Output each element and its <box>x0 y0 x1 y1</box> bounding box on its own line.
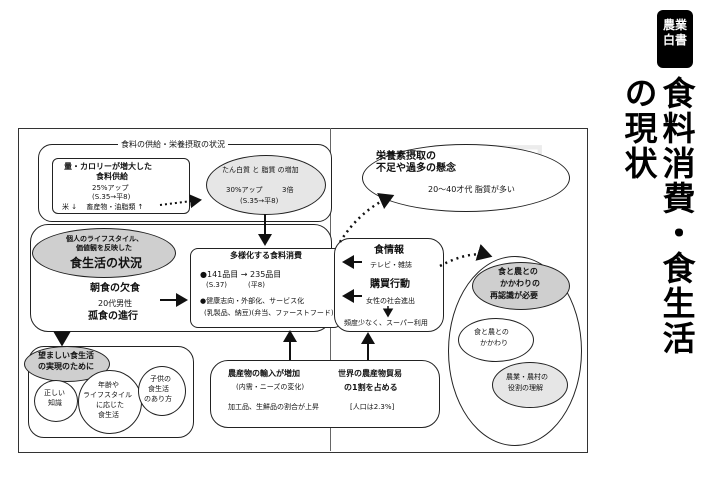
nutrition-line3: 20～40才代 脂質が多い <box>428 185 515 194</box>
nutrition-line2: 不足や過多の懸念 <box>376 163 456 174</box>
agri-inner1-oval <box>458 318 534 362</box>
women-workforce: 女性の社会進出 <box>366 297 415 305</box>
diversify-line1: ●141品目 → 235品目 <box>200 270 282 279</box>
diversify-line2: (S.37) (平8) <box>206 281 265 289</box>
agri-inner1-line2: かかわり <box>480 339 508 347</box>
lifestyle-line1: 個人のライフスタイル、 <box>66 235 143 243</box>
supply-box-title: 食料の供給・栄養摂取の状況 <box>118 141 228 149</box>
solo-eating: 孤食の進行 <box>88 311 138 322</box>
agri-inner2-oval <box>492 362 568 408</box>
desirable-title-line2: の実現のために <box>38 362 94 371</box>
nutrition-concern-oval <box>362 144 570 212</box>
supply-right-line2: 30%アップ <box>226 186 263 194</box>
desirable-c3-line1: 子供の <box>150 375 171 383</box>
supply-right-line4: (S.35→平8) <box>240 197 279 205</box>
supply-left-line2: 食料供給 <box>96 172 128 181</box>
supply-right-line1: たん白質 と 脂質 の増加 <box>222 166 299 174</box>
desirable-c1-line1: 正しい <box>44 389 65 397</box>
agri-inner1-line1: 食と農との <box>474 328 509 336</box>
desirable-c1-line2: 知識 <box>48 399 62 407</box>
white-paper-tag-text: 農業白書 <box>663 18 688 47</box>
imports-line1: 農産物の輸入が増加 <box>228 369 300 378</box>
info-sub: テレビ・雑誌 <box>370 261 412 269</box>
lifestyle-line3: 食生活の状況 <box>70 256 143 270</box>
agri-title-line1: 食と農との <box>498 267 538 276</box>
page-header: 農業白書 食料消費・食生活の現状 <box>619 10 720 360</box>
supply-left-line5: 米 ↓ 畜産物・油脂類 ↑ <box>62 203 144 211</box>
imports-line2: (内需・ニーズの変化) <box>236 383 305 391</box>
desirable-c3-line2: 食生活 <box>148 385 169 393</box>
imports-box <box>210 360 440 428</box>
diagram-frame <box>18 128 588 453</box>
imports-line5: の1割を占める <box>344 383 398 392</box>
page-title: 食料消費・食生活の現状 <box>619 76 696 356</box>
desirable-circle-knowledge <box>34 380 78 422</box>
white-paper-tag: 農業白書 <box>657 10 693 68</box>
desirable-c2-line3: に応じた <box>96 401 124 409</box>
supply-right-oval <box>206 155 326 215</box>
imports-line3: 加工品、生鮮品の割合が上昇 <box>228 403 319 411</box>
desirable-circle-children <box>138 366 186 416</box>
imports-line6: [人口は2.3%] <box>350 403 395 411</box>
desirable-c2-line2: ライフスタイル <box>83 391 132 399</box>
breakfast-skip: 朝食の欠食 <box>90 283 140 294</box>
info-title: 食情報 <box>374 245 404 256</box>
supply-left-line4: (S.35→平8) <box>92 193 131 201</box>
arrow-to-nutrition <box>338 192 395 243</box>
supply-right-line3: 3倍 <box>282 186 294 194</box>
desirable-title-line1: 望ましい食生活 <box>38 351 94 360</box>
purchase-title: 購買行動 <box>370 279 410 290</box>
desirable-c3-line3: のあり方 <box>144 395 172 403</box>
arrow-supply-to-protein <box>159 194 202 209</box>
shopping-frequency: 頻度少なく、スーパー利用 <box>344 319 428 327</box>
agri-inner2-line2: 役割の理解 <box>508 384 543 392</box>
agri-title-line3: 再認識が必要 <box>490 291 538 300</box>
arrow-info-to-agri <box>439 244 493 268</box>
diversify-line4: (乳製品、納豆)(弁当、ファーストフード) <box>204 309 334 317</box>
imports-line4: 世界の農産物貿易 <box>338 369 402 378</box>
lifestyle-line2: 価値観を反映した <box>76 244 132 252</box>
desirable-c2-line1: 年齢や <box>98 381 119 389</box>
agri-title-oval <box>472 262 570 310</box>
supply-left-line1: 量・カロリーが増大した <box>64 162 152 171</box>
diversify-line3: ●健康志向・外部化、サービス化 <box>200 297 305 305</box>
desirable-c2-line4: 食生活 <box>98 411 119 419</box>
diversify-box <box>190 248 342 328</box>
nutrition-line1: 栄養素摂取の <box>376 151 436 162</box>
men-20s: 20代男性 <box>98 299 133 308</box>
lifestyle-banner <box>32 228 176 278</box>
supply-left-line3: 25%アップ <box>92 184 129 192</box>
agri-title-line2: かかわりの <box>500 279 540 288</box>
agri-inner2-line1: 農業・農村の <box>506 373 548 381</box>
diversify-title: 多様化する食料消費 <box>230 251 302 260</box>
